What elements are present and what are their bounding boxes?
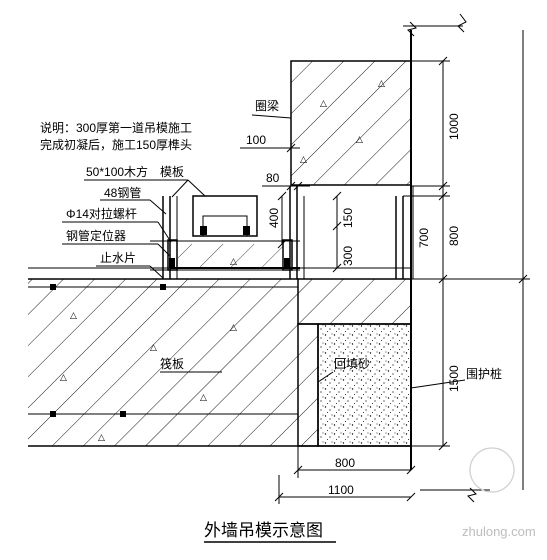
dim-150: 150 (341, 208, 355, 228)
pipe-locator-label: 钢管定位器 (66, 228, 126, 243)
svg-text:△: △ (320, 98, 327, 108)
dim-800-horizontal: 800 (335, 456, 355, 470)
note-line-1: 说明：300厚第一道吊模施工 (40, 120, 192, 135)
svg-text:△: △ (378, 78, 385, 88)
water-stop-label: 止水片 (100, 251, 136, 265)
formwork-zone: △ (28, 186, 411, 279)
tie-bolt-label: Φ14对拉螺杆 (66, 206, 137, 221)
ring-beam-block: △ △ △ △ (290, 60, 412, 186)
dim-1500: 1500 (447, 365, 461, 392)
formwork-label: 模板 (160, 165, 184, 179)
diagram-title: 外墙吊模示意图 (204, 521, 323, 540)
steel-pipe-label: 48钢管 (104, 185, 141, 200)
dim-300: 300 (341, 246, 355, 266)
svg-text:△: △ (60, 372, 67, 382)
svg-text:△: △ (356, 134, 363, 144)
dim-1000: 1000 (447, 113, 461, 140)
raft-label: 筏板 (160, 357, 184, 371)
retaining-board-label: 围护桩 (466, 366, 502, 381)
leader-lines (62, 114, 466, 389)
dimension-lines (240, 13, 530, 504)
dim-80: 80 (266, 171, 280, 185)
backfill-sand-area (317, 323, 412, 447)
svg-text:△: △ (230, 256, 237, 266)
watermark-logo: zhulong.com (462, 447, 536, 539)
dim-1100: 1100 (328, 483, 354, 497)
raft-slab: △ △ △ △ △ △ (28, 278, 298, 447)
watermark-text: zhulong.com (462, 524, 536, 539)
dim-800-vertical: 800 (447, 226, 461, 246)
svg-text:△: △ (200, 392, 207, 402)
ring-beam-label: 圈梁 (255, 98, 279, 113)
dim-400: 400 (267, 208, 281, 228)
timber-label: 50*100木方 (86, 164, 148, 179)
svg-text:△: △ (70, 310, 77, 320)
svg-text:△: △ (98, 432, 105, 442)
svg-text:△: △ (150, 342, 157, 352)
dim-100: 100 (246, 133, 266, 147)
svg-text:△: △ (230, 322, 237, 332)
note-line-2: 完成初凝后，施工150厚榫头 (40, 137, 192, 152)
svg-text:△: △ (300, 154, 307, 164)
backfill-label: 回填砂 (334, 357, 370, 371)
dim-700: 700 (417, 228, 431, 248)
